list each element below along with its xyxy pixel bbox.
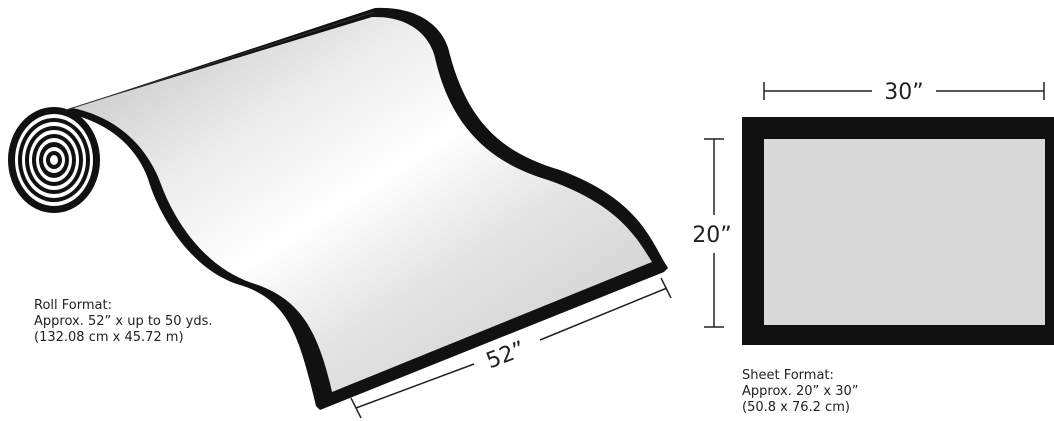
sheet-caption-metric: (50.8 x 76.2 cm) <box>742 400 850 415</box>
roll-caption-metric: (132.08 cm x 45.72 m) <box>34 330 184 345</box>
sheet-caption-title: Sheet Format: <box>742 368 834 383</box>
roll-caption-size: Approx. 52” x up to 50 yds. <box>34 314 213 329</box>
roll-top-edge-line <box>65 11 375 111</box>
roll-illustration <box>8 7 668 410</box>
roll-caption-title: Roll Format: <box>34 298 112 313</box>
sheet-height-dimension: 20” <box>692 138 732 328</box>
sheet-width-dimension: 30” <box>763 80 1045 105</box>
sheet-illustration <box>742 117 1054 345</box>
roll-width-dimension: 52” <box>350 277 672 419</box>
sheet-format-caption: Sheet Format: Approx. 20” x 30” (50.8 x … <box>742 368 858 416</box>
sheet-surface <box>764 139 1045 325</box>
roll-format-caption: Roll Format: Approx. 52” x up to 50 yds.… <box>34 298 213 346</box>
sheet-width-label: 30” <box>884 80 923 105</box>
roll-sheet-surface <box>72 16 652 393</box>
roll-width-label: 52” <box>483 337 529 374</box>
sheet-caption-size: Approx. 20” x 30” <box>742 384 859 399</box>
roll-core <box>8 107 100 213</box>
sheet-height-label: 20” <box>692 223 731 248</box>
